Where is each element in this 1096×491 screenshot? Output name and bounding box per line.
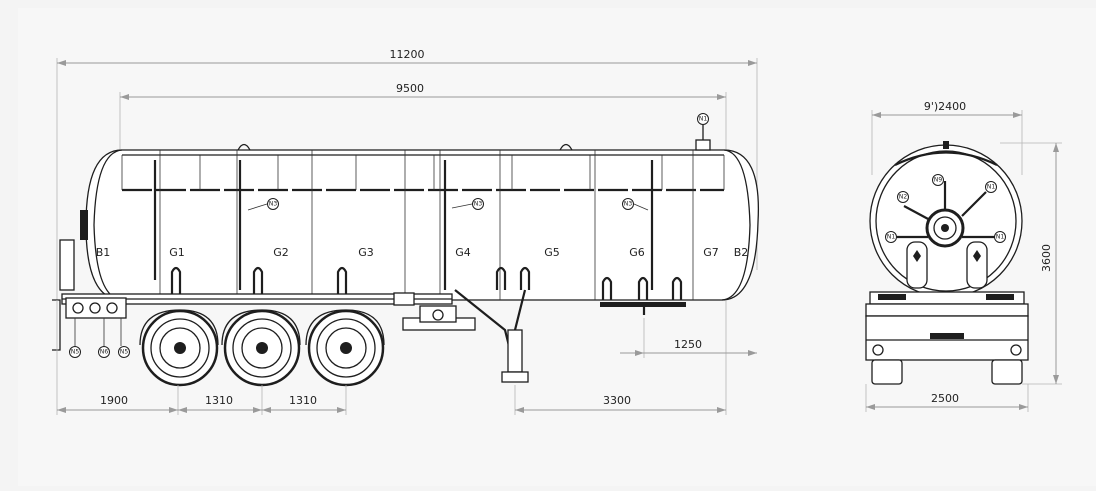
- dim-height: 3600: [1000, 142, 1062, 385]
- callout-bubble: N3: [247, 198, 279, 211]
- callout-bubble: N1: [994, 231, 1006, 243]
- svg-text:N1: N1: [699, 116, 707, 123]
- dim-bottom: 1900 1310 1310 3300 1250: [56, 300, 757, 415]
- callouts-end: N2 N9 N1 N1 N1: [885, 174, 1006, 243]
- callout-bubble: N1: [697, 113, 709, 125]
- compartment-label: G2: [273, 246, 289, 259]
- svg-text:N3: N3: [269, 201, 277, 208]
- svg-text:N3: N3: [624, 201, 632, 208]
- svg-text:N5: N5: [71, 349, 79, 356]
- wheels: [139, 309, 385, 387]
- callout-bubble: N3: [622, 198, 649, 211]
- dim-tank-diameter-label: 9')2400: [924, 100, 966, 113]
- landing-gear: [454, 289, 529, 383]
- dim-overall-length: 11200: [56, 48, 758, 300]
- callout-bubble: N5: [118, 346, 130, 358]
- side-view: 11200 9500: [52, 48, 760, 415]
- callout-bubble: N9: [932, 174, 944, 186]
- compartment-label: G3: [358, 246, 374, 259]
- front-equipment: [52, 210, 127, 351]
- wheel: [139, 309, 219, 387]
- dim-width: 2500: [865, 384, 1029, 412]
- compartment-label: G7: [703, 246, 719, 259]
- dim-axle-2-label: 1310: [289, 394, 317, 407]
- svg-text:N3: N3: [474, 201, 482, 208]
- tank-body: [85, 125, 760, 301]
- callout-bubble: N5: [69, 346, 81, 358]
- compartment-labels: B1 G1 G2 G3 G4 G5 G6 G7 B2: [96, 246, 749, 259]
- compartment-label: G5: [544, 246, 560, 259]
- dim-front-label: 1900: [100, 394, 128, 407]
- svg-text:N1: N1: [887, 234, 895, 241]
- svg-text:N2: N2: [899, 194, 907, 201]
- dim-width-label: 2500: [931, 392, 959, 405]
- chassis-frame: [61, 292, 476, 331]
- svg-text:N9: N9: [934, 177, 942, 184]
- svg-text:N6: N6: [100, 349, 108, 356]
- dim-overall-length-label: 11200: [390, 48, 425, 61]
- wheel: [221, 309, 301, 387]
- wheel: [305, 309, 385, 387]
- compartment-label: G4: [455, 246, 471, 259]
- compartment-label: G6: [629, 246, 645, 259]
- svg-text:N1: N1: [996, 234, 1004, 241]
- svg-text:N1: N1: [987, 184, 995, 191]
- svg-text:N5: N5: [120, 349, 128, 356]
- compartment-label: B1: [96, 246, 111, 259]
- callouts-side: N1 N3 N3 N3 N5 N6: [69, 113, 709, 358]
- dim-tank-diameter: 9')2400: [871, 100, 1023, 175]
- dim-tank-length: 9500: [119, 82, 727, 150]
- dim-overhang-label: 1250: [674, 338, 702, 351]
- callout-bubble: N3: [451, 198, 484, 210]
- dim-axle-1-label: 1310: [205, 394, 233, 407]
- callout-bubble: N2: [897, 191, 909, 203]
- dim-tank-length-label: 9500: [396, 82, 424, 95]
- outlet-valves: [170, 266, 686, 315]
- dim-height-label: 3600: [1040, 244, 1053, 272]
- callout-bubble: N1: [885, 231, 897, 243]
- end-view: 9')2400: [865, 100, 1062, 412]
- callout-bubble: N6: [98, 346, 110, 358]
- dim-rear-label: 3300: [603, 394, 631, 407]
- compartment-label: B2: [734, 246, 749, 259]
- callout-bubble: N1: [985, 181, 997, 193]
- compartment-label: G1: [169, 246, 185, 259]
